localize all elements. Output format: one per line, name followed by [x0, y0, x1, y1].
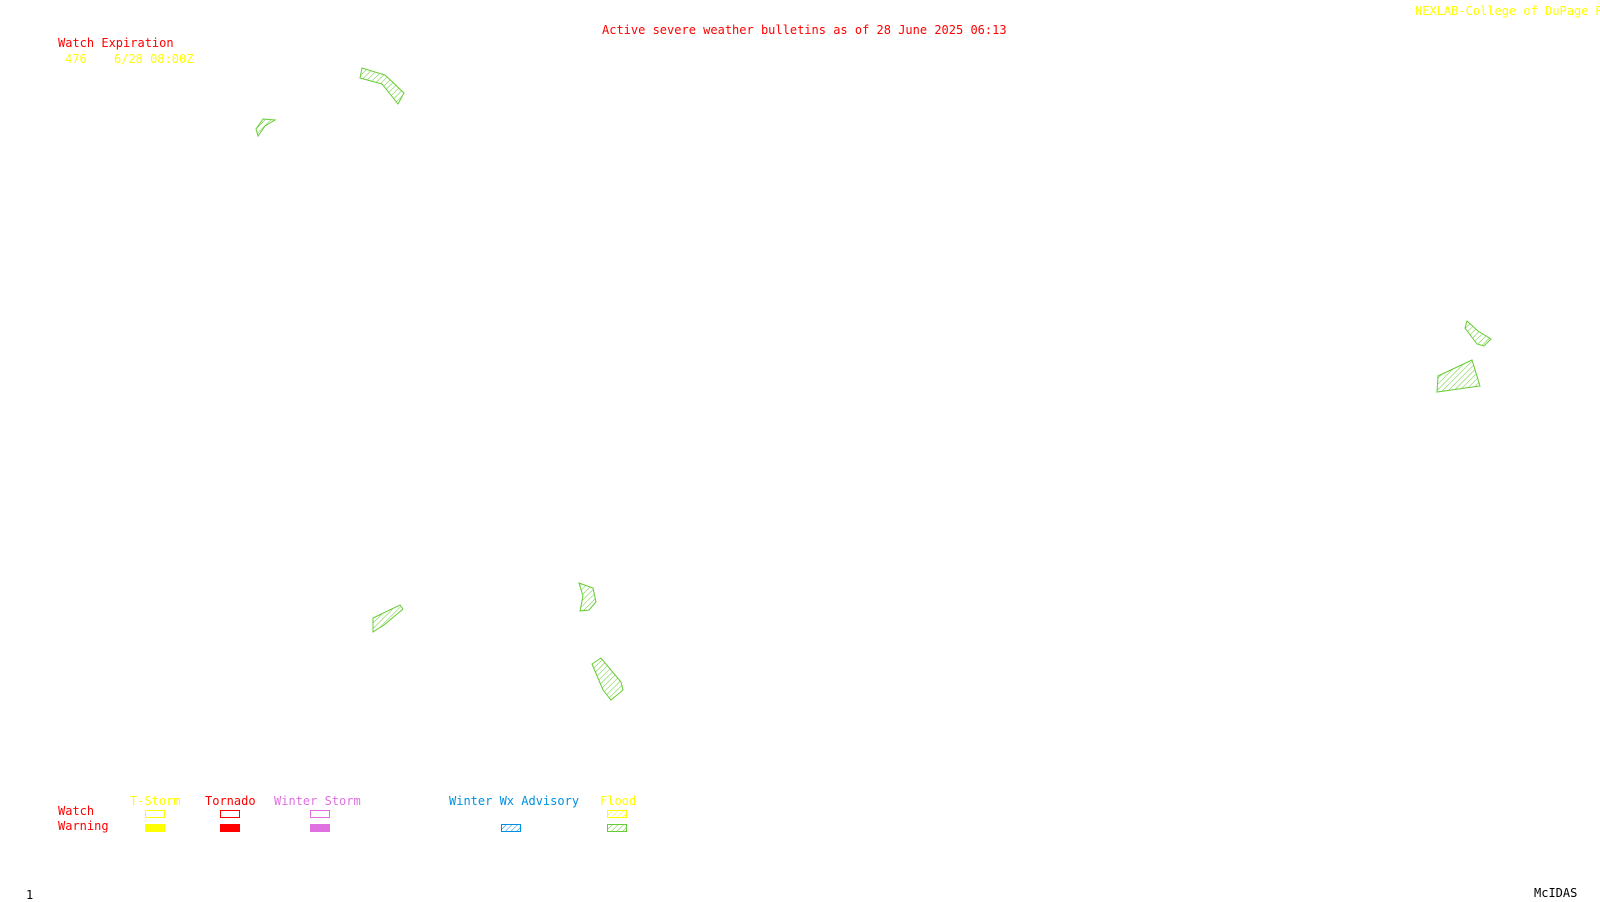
legend-tornado-watch-swatch	[220, 810, 240, 818]
legend-flood-warning-swatch	[607, 824, 627, 832]
legend-tornado-label: Tornado	[205, 794, 256, 808]
flood-warning-polygon[interactable]	[1464, 320, 1492, 347]
watch-expiration-time: 6/28 08:00Z	[114, 52, 194, 66]
legend-tstorm-warning-swatch	[145, 824, 165, 832]
legend-tstorm-watch-swatch	[145, 810, 165, 818]
flood-warning-polygon[interactable]	[372, 604, 404, 633]
legend-winter-wx-advisory-label: Winter Wx Advisory	[449, 794, 580, 808]
credit-label: NEXLAB-College of DuPage R	[1415, 4, 1600, 18]
flood-warning-polygon[interactable]	[255, 118, 277, 138]
legend-winter-storm-watch-swatch	[310, 810, 330, 818]
legend-winter-storm-label: Winter Storm	[274, 794, 361, 808]
legend-flood-watch-swatch	[607, 810, 627, 818]
flood-warning-polygon[interactable]	[1436, 359, 1481, 393]
watch-number: 476	[65, 52, 87, 66]
legend-row-watch: Watch	[58, 804, 95, 818]
software-label: McIDAS	[1534, 886, 1578, 900]
legend-flood-label: Flood	[600, 794, 637, 808]
legend-winter-wx-advisory-swatch	[501, 824, 521, 832]
frame-number: 1	[26, 888, 34, 902]
flood-warning-polygons	[255, 67, 1492, 701]
flood-warning-polygon[interactable]	[359, 67, 405, 105]
legend-row-warning: Warning	[58, 819, 109, 833]
flood-warning-polygon[interactable]	[591, 657, 624, 701]
legend-tstorm-label: T-Storm	[130, 794, 181, 808]
legend-winter-storm-warning-swatch	[310, 824, 330, 832]
legend-tornado-warning-swatch	[220, 824, 240, 832]
flood-warning-polygon[interactable]	[578, 582, 597, 612]
page-title: Active severe weather bulletins as of 28…	[602, 23, 1007, 37]
watch-expiration-heading: Watch Expiration	[58, 36, 174, 50]
